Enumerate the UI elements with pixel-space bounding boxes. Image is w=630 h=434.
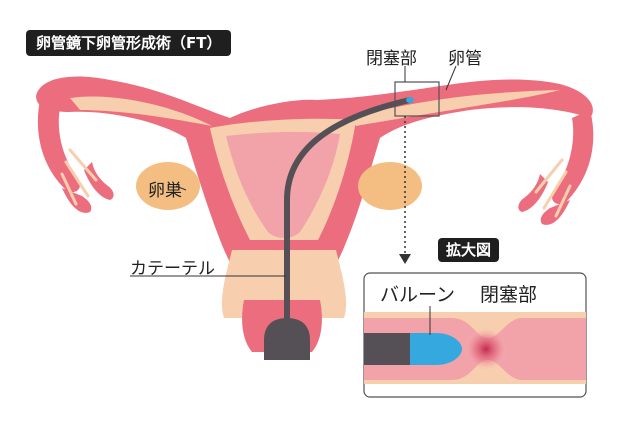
occlusion-spot [464,327,508,371]
label-occlusion-detail: 閉塞部 [480,284,538,306]
balloon-small [406,97,414,103]
catheter-handle [264,318,310,360]
right-tube-band [352,90,560,126]
label-catheter: カテーテル [130,259,215,279]
label-fallopian-tube: 卵管 [448,49,482,69]
zoom-balloon [410,333,462,365]
label-balloon: バルーン [380,284,456,306]
zoom-content [364,312,586,384]
zoom-arrow-head [399,254,411,264]
label-ovary: 卵巣 [148,181,182,201]
right-ovary [358,162,422,210]
zoom-catheter [364,333,414,365]
diagram-title: 卵管鏡下卵管形成術（FT） [26,30,232,56]
left-tube-band [70,96,212,126]
leader-tube [445,65,457,91]
leader-ovary [175,185,187,191]
label-occlusion: 閉塞部 [366,49,417,69]
zoom-tag: 拡大図 [438,238,500,262]
catheter-line [284,97,413,337]
left-ovary [136,162,200,210]
left-fimbriae-lines [60,148,98,206]
right-fimbriae-lines [534,158,572,218]
uterine-cavity [226,131,340,238]
focus-box [394,81,440,117]
